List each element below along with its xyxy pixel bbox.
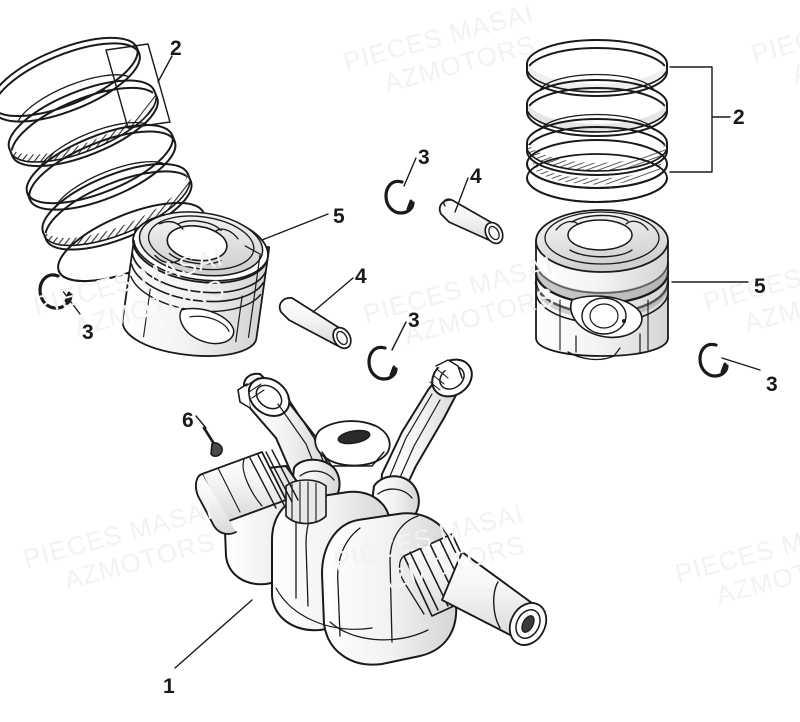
callout-number-3[interactable]: 3 (418, 146, 430, 169)
piston-ring-set-right (526, 39, 668, 203)
callout-number-3[interactable]: 3 (408, 309, 420, 332)
crankshaft-assembly (195, 358, 548, 666)
callout-number-4[interactable]: 4 (355, 265, 367, 288)
piston-pin-lower (278, 297, 352, 350)
callout-number-3[interactable]: 3 (766, 373, 778, 396)
callout-number-6[interactable]: 6 (182, 409, 194, 432)
circlip-upper-mid (384, 179, 415, 215)
callout-number-5[interactable]: 5 (754, 275, 766, 298)
callout-bracket-2-right (669, 66, 731, 173)
callout-number-1[interactable]: 1 (163, 675, 175, 698)
leader-lines (61, 157, 761, 669)
dowel-pin (202, 426, 223, 457)
circlip-left (38, 273, 73, 310)
callout-number-2[interactable]: 2 (170, 37, 182, 60)
callout-number-5[interactable]: 5 (333, 205, 345, 228)
piston-pin-upper (438, 198, 504, 245)
main-journal-left (195, 449, 299, 535)
callout-number-4[interactable]: 4 (470, 165, 482, 188)
circlip-right (698, 342, 729, 378)
piston-left (121, 211, 271, 357)
connecting-rod-joint (314, 420, 391, 467)
callout-number-3[interactable]: 3 (82, 321, 94, 344)
callout-number-2[interactable]: 2 (733, 106, 745, 129)
circlip-lower-mid (367, 345, 398, 381)
main-journal-right (398, 533, 548, 646)
connecting-rod-right (371, 358, 473, 526)
piston-right (534, 209, 670, 361)
callout-bracket-2-left (105, 43, 173, 129)
